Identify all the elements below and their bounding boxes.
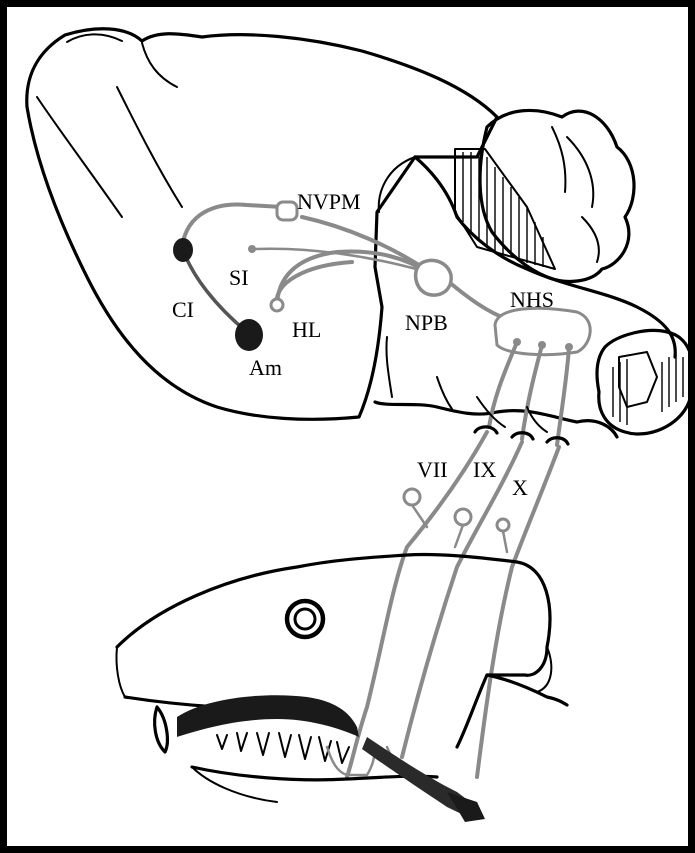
- cranial-nerve-roots: [475, 342, 569, 445]
- nucleus-hl: [271, 299, 283, 311]
- label-ix: IX: [473, 457, 496, 482]
- spinal-cord-section: [597, 330, 693, 433]
- eye: [287, 601, 323, 637]
- upper-jaw: [177, 695, 359, 737]
- label-hl: HL: [292, 317, 321, 342]
- nucleus-ci: [173, 238, 193, 262]
- label-x: X: [512, 475, 528, 500]
- cerebellum-hatched-region: [455, 149, 555, 269]
- nucleus-si: [248, 245, 256, 253]
- label-ci: CI: [172, 297, 194, 322]
- pharynx-esophagus: [362, 737, 485, 822]
- nucleus-npb: [416, 260, 452, 295]
- label-am: Am: [249, 355, 282, 380]
- label-nhs: NHS: [510, 287, 554, 312]
- nucleus-nvpm: [277, 202, 297, 220]
- label-nvpm: NVPM: [297, 189, 361, 214]
- nucleus-am: [235, 319, 263, 351]
- label-vii: VII: [417, 457, 448, 482]
- teeth: [217, 733, 349, 763]
- label-si: SI: [229, 265, 249, 290]
- label-npb: NPB: [405, 310, 448, 335]
- taste-pathway-diagram: NVPM SI CI HL Am NPB NHS VII IX X: [14, 14, 695, 853]
